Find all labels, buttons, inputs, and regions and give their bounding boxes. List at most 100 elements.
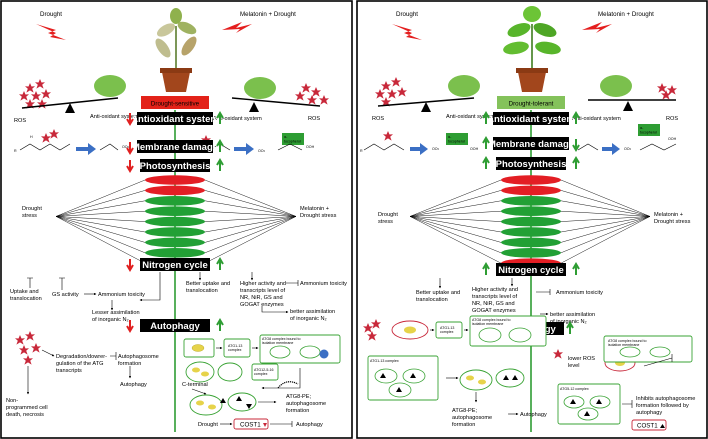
stress-connector-line (55, 210, 146, 217)
up-arrow-icon (482, 136, 490, 149)
melatonin-stress-label: Melatonin +Drought stress (654, 212, 691, 225)
photosynthesis-component (145, 227, 205, 237)
plant-label-box (497, 96, 565, 109)
stress-connector-line (560, 200, 651, 217)
down-arrow-icon (126, 320, 134, 333)
autophagosome-membrane-icon (277, 381, 299, 389)
svg-text:OOH: OOH (306, 145, 315, 149)
up-arrow-icon (216, 139, 224, 152)
stress-connector-line (204, 216, 297, 254)
stress-connector-line (204, 210, 297, 217)
stress-connector-line (204, 190, 297, 217)
down-arrow-icon (126, 113, 134, 126)
membrane-bar-label: Membrane damage (132, 142, 218, 153)
photosynthesis-component (145, 248, 205, 258)
photosynthesis-components-right (409, 175, 651, 269)
stress-connector-line (560, 216, 651, 222)
stress-connector-line (409, 179, 502, 217)
antioxidant-bar (137, 112, 213, 125)
antioxidant-small-label: Anti-oxidant system (446, 114, 495, 120)
ros-label-right: ROS (666, 116, 678, 122)
nitrogen-right-connectors (198, 272, 299, 314)
plant-label-box (141, 96, 209, 109)
svg-text:isolation membrane: isolation membrane (608, 343, 639, 347)
svg-text:R: R (360, 149, 363, 153)
cost1-box (233, 418, 269, 430)
up-arrow-icon (216, 111, 224, 124)
stress-connector-line (409, 216, 502, 264)
photosynthesis-bar (140, 159, 210, 172)
stress-connector-line (409, 216, 502, 222)
stress-connector-line (55, 216, 146, 254)
stress-connector-line (55, 216, 146, 243)
svg-text:α-: α- (448, 135, 452, 139)
autophagy-right-label: Autophagy (520, 412, 547, 418)
drought-bottom-label: Drought (198, 422, 218, 428)
stress-connector-line (55, 216, 146, 264)
cost1-box (631, 419, 667, 431)
svg-text:ATG8 complex bound to: ATG8 complex bound to (608, 339, 647, 343)
cost1-label: COST1 (637, 423, 658, 430)
photosynthesis-component (145, 206, 205, 216)
up-arrow-icon (482, 156, 490, 169)
photosynthesis-component (145, 196, 205, 206)
autophagy-bar-label: Autophagy (150, 321, 200, 332)
svg-text:OO•: OO• (432, 147, 440, 151)
down-arrow-icon (126, 160, 134, 173)
svg-text:ATG12-5-16: ATG12-5-16 (254, 368, 274, 372)
photosynthesis-component (501, 237, 561, 248)
up-arrow-icon (482, 262, 490, 275)
stress-connector-line (55, 216, 146, 233)
stress-connector-line (55, 190, 146, 217)
up-arrow-icon (572, 262, 580, 275)
stress-connector-line (560, 216, 651, 243)
stress-connector-line (409, 190, 502, 217)
seesaw-ros-antioxidant-left (19, 75, 126, 113)
ros-label: ROS (372, 116, 384, 122)
photosynthesis-component (501, 185, 561, 196)
stress-connector-line (560, 190, 651, 217)
svg-text:ATG8 complex bound to: ATG8 complex bound to (262, 337, 301, 341)
plant-label: Drought-sensitive (151, 101, 200, 108)
photosynthesis-bar-label: Photosynthesis (140, 161, 211, 172)
stress-connector-line (204, 216, 297, 233)
lipid-peroxidation-scheme-right: OO• α- tocopherol OOH (201, 133, 315, 155)
svg-text:OO•: OO• (624, 147, 632, 151)
photosynthesis-component (501, 175, 561, 185)
atg8-membrane-label: ATG8 complex bound to (472, 318, 511, 322)
stress-connector-line (55, 200, 146, 217)
photosynthesis-component (501, 196, 561, 206)
seesaw-ros-antioxidant-right (231, 77, 329, 112)
c-terminal-label: C-terminal (182, 382, 208, 388)
tocopherol-label: α- (284, 135, 288, 139)
drought-title: Drought (396, 11, 418, 18)
up-arrow-icon (566, 321, 574, 334)
svg-text:isolation membrane: isolation membrane (472, 322, 503, 326)
photosynthesis-bar (496, 157, 566, 170)
svg-text:H: H (30, 135, 33, 139)
svg-text:R: R (14, 149, 17, 153)
nitrogen-bar-label: Nitrogen cycle (142, 260, 207, 271)
stress-connector-line (204, 200, 297, 217)
down-arrow-icon (126, 259, 134, 272)
atg1-complex-label: ATG1-13 complex (370, 359, 399, 363)
svg-text:complex: complex (440, 330, 454, 334)
photosynthesis-component (145, 175, 205, 185)
svg-text:OO•: OO• (122, 145, 130, 149)
cost1-label: COST1 (240, 422, 261, 429)
photosynthesis-component (501, 216, 561, 227)
gs-activity-label: GS activity (52, 292, 79, 298)
stress-connector-line (560, 216, 651, 233)
antioxidant-small-label-right: Anti-oxidant system (572, 116, 621, 122)
photosynthesis-component (501, 206, 561, 216)
svg-text:tocopherol: tocopherol (448, 140, 465, 144)
antioxidant-bar-label: Antioxidant system (487, 114, 575, 125)
